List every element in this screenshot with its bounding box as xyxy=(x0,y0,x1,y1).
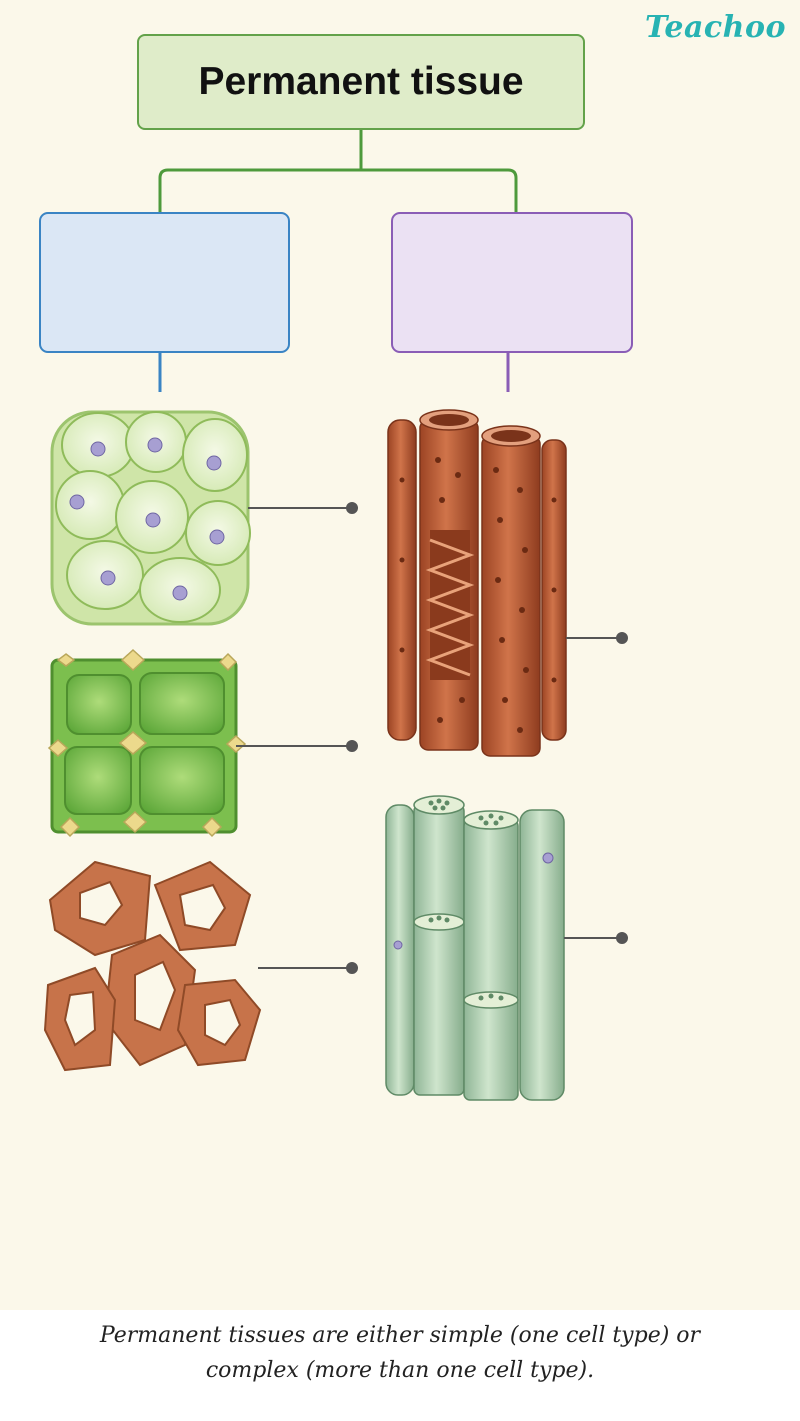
parenchyma-illustration xyxy=(50,410,251,626)
teachoo-logo: Teachoo xyxy=(644,10,786,45)
caption-band xyxy=(0,1310,800,1421)
figure-caption: Permanent tissues are either simple (one… xyxy=(0,1318,800,1388)
caption-line-2: complex (more than one cell type). xyxy=(205,1358,595,1383)
xylem-illustration xyxy=(387,409,567,757)
title-box: Permanent tissue xyxy=(137,34,585,130)
sclerenchyma-illustration xyxy=(43,860,262,1072)
simple-tissue-box xyxy=(39,212,290,353)
complex-tissue-box xyxy=(391,212,633,353)
diagram-svg xyxy=(43,130,628,1101)
page-title: Permanent tissue xyxy=(198,60,524,103)
caption-line-1: Permanent tissues are either simple (one… xyxy=(99,1323,701,1348)
phloem-illustration xyxy=(385,795,565,1101)
tree-connectors xyxy=(158,130,518,212)
collenchyma-illustration xyxy=(47,648,247,838)
label-pointers xyxy=(236,502,628,974)
